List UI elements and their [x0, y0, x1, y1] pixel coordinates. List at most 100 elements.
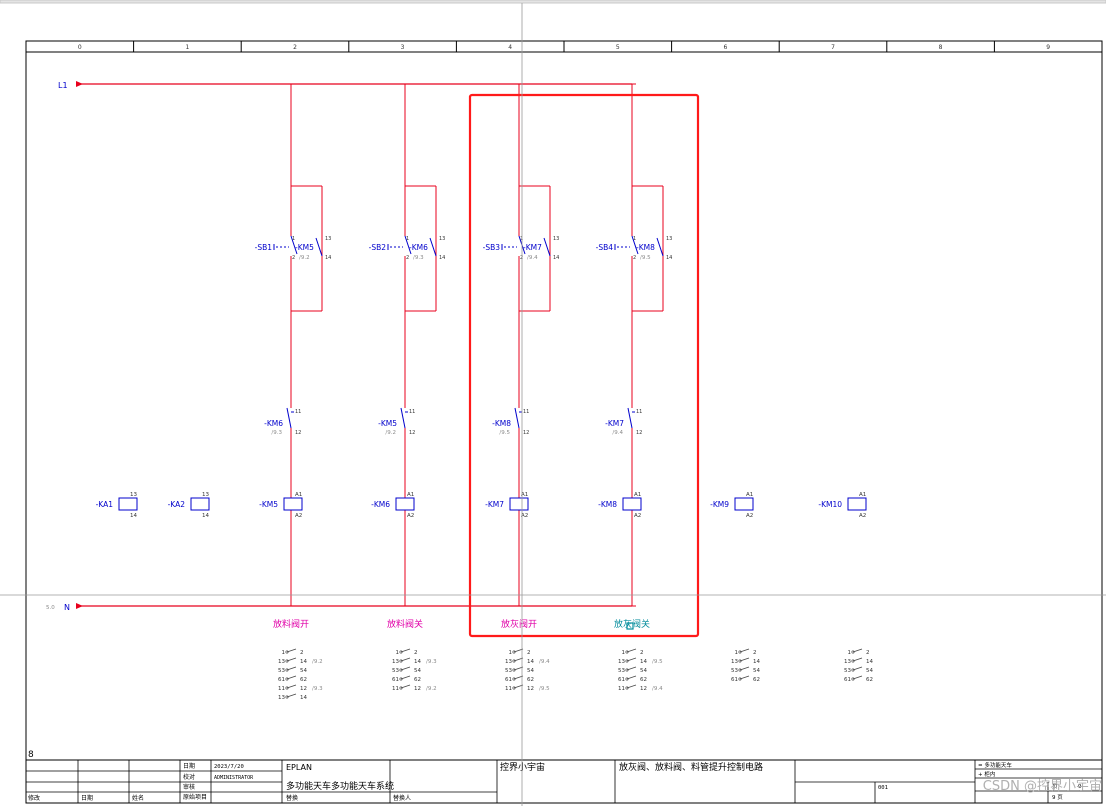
xref-row-contact: [852, 675, 863, 680]
xref-row-node: [512, 677, 516, 681]
ilk-term-top: 11: [409, 409, 415, 415]
ilk-term-bot: 12: [295, 430, 301, 436]
xref-row-target: /9.5: [539, 686, 550, 692]
xref-row-b: 12: [300, 686, 307, 692]
xref-row-b: 2: [640, 650, 644, 656]
xref-row-contact: [400, 648, 411, 653]
xref-row-contact: [286, 684, 297, 689]
xref-row-a: 13: [505, 659, 512, 665]
xref-row-node: [851, 650, 855, 654]
xref-row-contact: [739, 657, 750, 662]
hold-term-bot: 14: [325, 255, 331, 261]
interlock-xref--KM7: /9.4: [612, 430, 623, 436]
coil-term-bot--KM7: A2: [521, 513, 528, 519]
xref-row-contact: [286, 675, 297, 680]
tb-date-value: 2023/7/20: [214, 764, 244, 770]
xref-row-node: [399, 677, 403, 681]
coil-term-top--KM8: A1: [634, 492, 641, 498]
ilk-term-top: 11: [636, 409, 642, 415]
xref-row-contact: [286, 648, 297, 653]
xref-row-node: [625, 668, 629, 672]
xref-row-node: [738, 659, 742, 663]
hold-term-top: 13: [325, 236, 331, 242]
devices: [118, 235, 867, 699]
rail-n-label: N: [64, 603, 70, 612]
xref-row-node: [738, 650, 742, 654]
labels: L1N5.0-KA11314-KA21314-KM5A1A2-KM6A1A2-K…: [46, 81, 873, 701]
coil-tag--KM5: -KM5: [259, 500, 278, 509]
xref-row-b: 62: [640, 677, 647, 683]
tb-function-label: = 多功能天车: [978, 761, 1012, 769]
xref-row-a: 53: [505, 668, 512, 674]
xref-row-a: 13: [731, 659, 738, 665]
coil-term-bot--KM9: A2: [746, 513, 753, 519]
coil-tag--KM8: -KM8: [598, 500, 617, 509]
window-top-strip: [0, 0, 1106, 4]
pb-term-top: 1: [520, 236, 523, 242]
xref-row-node: [285, 686, 289, 690]
xref-row-a: 61: [731, 677, 738, 683]
circuit-label-2: 放料阀关: [387, 618, 423, 630]
hold-contact--KM8: [656, 237, 664, 257]
ilk-term-bot: 12: [636, 430, 642, 436]
xref-row-b: 54: [866, 668, 873, 674]
xref-row-b: 2: [866, 650, 870, 656]
interlock-contact--KM8: [514, 407, 520, 429]
xref-row-a: 53: [844, 668, 851, 674]
xref-row-node: [625, 659, 629, 663]
rail-l1-arrow: [76, 81, 83, 87]
circuit-label-3: 放灰阀开: [501, 618, 537, 630]
xref-row-b: 54: [753, 668, 760, 674]
xref-row-a: 11: [618, 686, 625, 692]
xref-row-b: 14: [527, 659, 534, 665]
xref-row-contact: [626, 657, 637, 662]
selection-highlight-box[interactable]: [468, 93, 700, 638]
interlock-xref--KM5: /9.2: [385, 430, 396, 436]
xref-row-b: 62: [753, 677, 760, 683]
pb-term-bot: 2: [406, 255, 409, 261]
xref-row-a: 13: [618, 659, 625, 665]
coil-box--KM5: [283, 497, 303, 511]
tb-replace-label: 替换: [286, 794, 298, 802]
xref-row-a: 1: [509, 650, 513, 656]
xref-row-target: /9.2: [426, 686, 437, 692]
coil-term-bot--KM5: A2: [295, 513, 302, 519]
xref-row-contact: [626, 684, 637, 689]
xref-row-a: 53: [392, 668, 399, 674]
interlock-contact--KM7: [627, 407, 633, 429]
xref-row-a: 61: [392, 677, 399, 683]
hold-contact--KM7: [543, 237, 551, 257]
xref-row-node: [625, 686, 629, 690]
xref-row-b: 62: [527, 677, 534, 683]
hold-xref--KM7: /9.4: [527, 255, 538, 261]
xref-row-a: 13: [278, 659, 285, 665]
xref-row-node: [285, 659, 289, 663]
column-label-5: 5: [616, 44, 620, 51]
xref-row-contact: [400, 684, 411, 689]
hold-term-top: 13: [553, 236, 559, 242]
tb-rev-date-label: 日期: [81, 794, 93, 802]
xref-row-a: 13: [278, 695, 285, 701]
xref-row-b: 14: [300, 695, 307, 701]
coil-term-top--KM10: A1: [859, 492, 866, 498]
tb-orig-label: 原始项目: [183, 793, 207, 801]
pushbutton-contact--SB1: [290, 235, 298, 255]
hold-tag--KM5: -KM5: [295, 243, 314, 252]
xref-row-target: /9.4: [539, 659, 550, 665]
xref-row-a: 61: [844, 677, 851, 683]
xref-row-b: 14: [640, 659, 647, 665]
wiring: [76, 81, 664, 609]
hold-term-bot: 14: [666, 255, 672, 261]
hold-term-bot: 14: [439, 255, 445, 261]
coil-tag--KM10: -KM10: [818, 500, 842, 509]
pb-term-bot: 2: [520, 255, 523, 261]
xref-row-a: 11: [278, 686, 285, 692]
circuit-label-4: 放灰阀关: [614, 618, 650, 630]
xref-row-contact: [626, 666, 637, 671]
pb-term-top: 1: [633, 236, 636, 242]
xref-row-b: 2: [753, 650, 757, 656]
sheet-number: 8: [28, 750, 34, 760]
xref-row-contact: [286, 657, 297, 662]
